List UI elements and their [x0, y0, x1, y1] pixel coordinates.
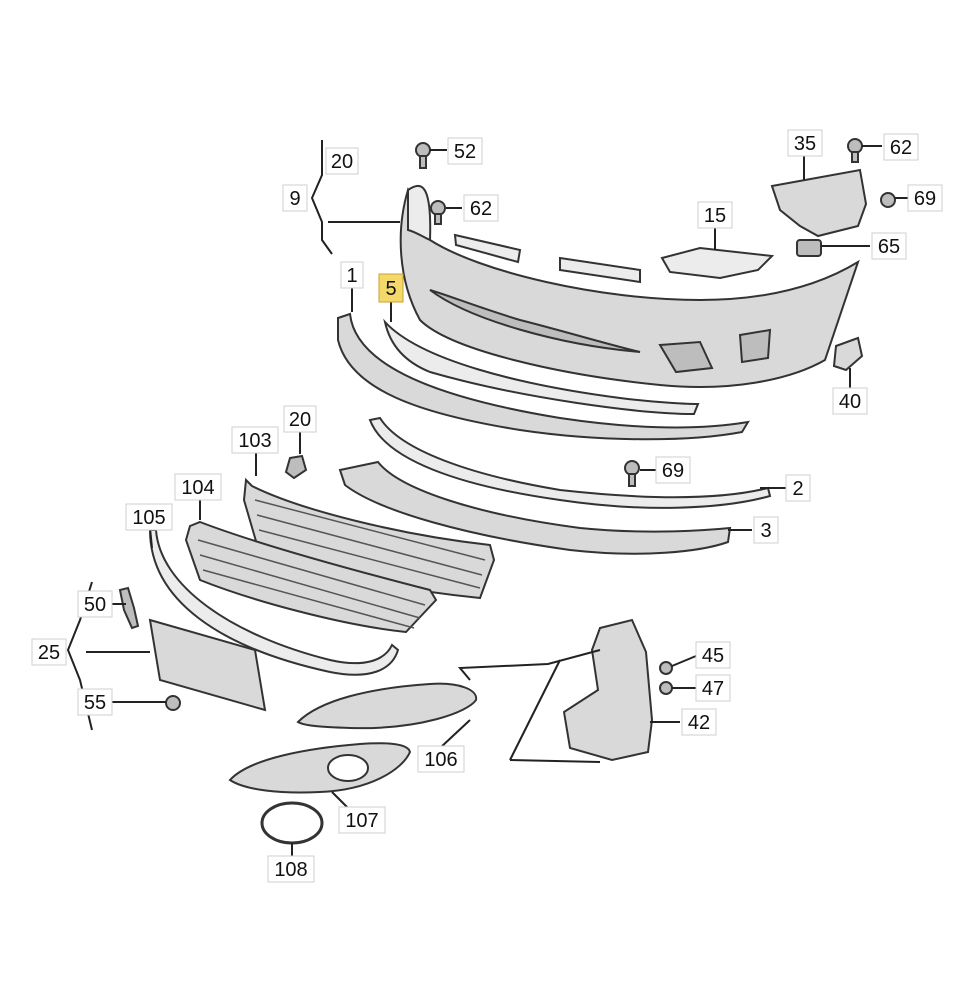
callout-5: 5	[378, 273, 404, 303]
screw-55-icon	[165, 695, 181, 711]
air-duct-42	[562, 618, 654, 762]
screw-69-icon	[880, 192, 896, 208]
callout-15: 15	[697, 201, 733, 229]
fog-cover-108	[260, 801, 324, 845]
callout-106-text: 106	[424, 749, 457, 771]
callout-20-top-text: 20	[331, 151, 353, 173]
callout-69-top: 69	[907, 184, 943, 212]
callout-103: 103	[231, 426, 279, 454]
callout-2: 2	[785, 474, 811, 502]
nut-45-icon	[659, 661, 673, 675]
callout-50: 50	[77, 590, 113, 618]
fog-opening-107	[327, 754, 369, 782]
lower-grille-104	[184, 520, 438, 634]
callout-62-left: 62	[463, 194, 499, 222]
callout-50-text: 50	[84, 594, 106, 616]
side-trim-106	[296, 682, 478, 730]
callout-40-text: 40	[839, 391, 861, 413]
trim-strip-5	[383, 318, 700, 416]
callout-47-text: 47	[702, 678, 724, 700]
callout-42-text: 42	[688, 712, 710, 734]
callout-35: 35	[787, 129, 823, 157]
nut-47-icon	[659, 681, 673, 695]
callout-62-right-text: 62	[890, 137, 912, 159]
callout-69-mid: 69	[655, 456, 691, 484]
clip-65	[796, 239, 822, 257]
callout-9: 9	[282, 184, 308, 212]
center-grille-103	[242, 477, 496, 600]
callout-25: 25	[31, 638, 67, 666]
callout-69-mid-text: 69	[662, 460, 684, 482]
callout-52-text: 52	[454, 141, 476, 163]
callout-62-right: 62	[883, 133, 919, 161]
license-plate-holder	[148, 618, 267, 712]
screw-62b-icon	[847, 138, 863, 163]
callout-20-mid-text: 20	[289, 409, 311, 431]
screw-52-icon	[415, 142, 431, 169]
callout-104: 104	[174, 473, 222, 501]
bracket-15	[660, 246, 775, 280]
callout-108: 108	[267, 855, 315, 883]
clip-50	[118, 586, 140, 630]
callout-45: 45	[695, 641, 731, 669]
callout-62-left-text: 62	[470, 198, 492, 220]
callout-42: 42	[681, 708, 717, 736]
callout-105: 105	[125, 503, 173, 531]
callout-65-text: 65	[878, 236, 900, 258]
callout-45-text: 45	[702, 645, 724, 667]
callout-35-text: 35	[794, 133, 816, 155]
callout-3: 3	[753, 516, 779, 544]
callout-55: 55	[77, 688, 113, 716]
callout-40: 40	[832, 387, 868, 415]
callout-103-text: 103	[238, 430, 271, 452]
callout-52: 52	[447, 137, 483, 165]
lower-spoiler-1	[337, 312, 750, 441]
callout-25-text: 25	[38, 642, 60, 664]
callout-65: 65	[871, 232, 907, 260]
callout-105-text: 105	[132, 507, 165, 529]
bumper-cover	[399, 184, 860, 388]
mounting-bracket-3	[338, 460, 732, 555]
callout-1-text: 1	[346, 265, 357, 287]
callout-106: 106	[417, 745, 465, 773]
callout-3-text: 3	[760, 520, 771, 542]
cover-40	[832, 336, 864, 372]
callout-9-text: 9	[289, 188, 300, 210]
callout-104-text: 104	[181, 477, 214, 499]
callout-5-text: 5	[385, 278, 396, 300]
callout-107-text: 107	[345, 810, 378, 832]
callout-55-text: 55	[84, 692, 106, 714]
callout-15-text: 15	[704, 205, 726, 227]
callout-69-top-text: 69	[914, 188, 936, 210]
grille-trim-105	[148, 529, 400, 676]
screw-62-icon	[430, 200, 446, 225]
callout-2-text: 2	[792, 478, 803, 500]
callout-20-mid: 20	[283, 405, 317, 433]
callout-108-text: 108	[274, 859, 307, 881]
callout-47: 47	[695, 674, 731, 702]
cap-20	[284, 454, 308, 480]
screw-69b-icon	[624, 460, 640, 487]
callout-107: 107	[338, 806, 386, 834]
fog-trim-107	[228, 742, 412, 794]
bracket-35	[770, 168, 868, 238]
callout-20-top: 20	[325, 147, 359, 175]
callout-1: 1	[340, 261, 364, 289]
